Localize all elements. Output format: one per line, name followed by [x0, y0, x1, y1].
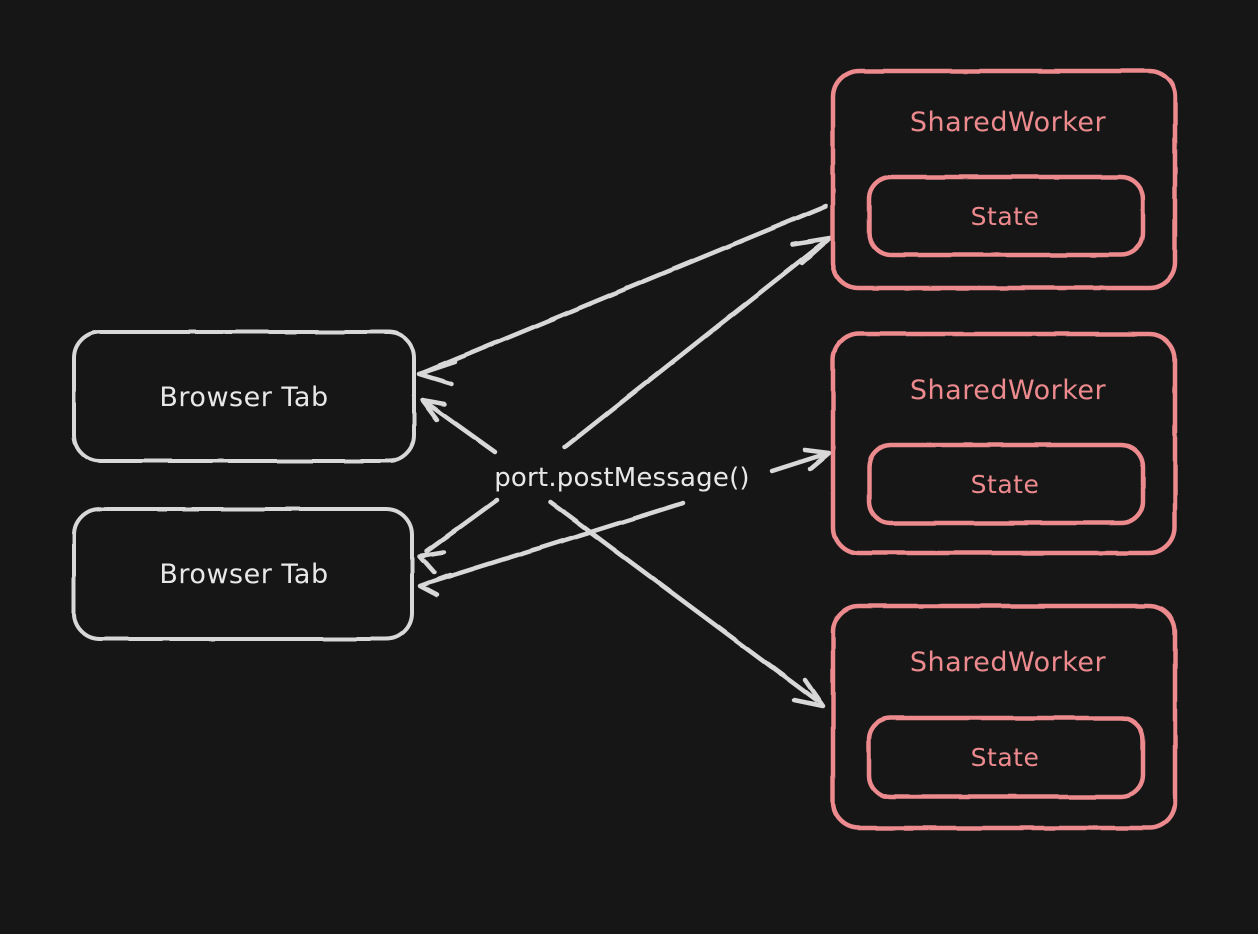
sharedworker-box-3[interactable] — [830, 603, 1178, 831]
text-labels: Browser Tab Browser Tab SharedWorker Sta… — [159, 107, 1106, 772]
browser-tab-label-2: Browser Tab — [159, 559, 328, 590]
browser-tab-box-1[interactable] — [72, 330, 416, 463]
browser-tab-box-2[interactable] — [72, 507, 414, 641]
browser-tab-boxes — [72, 330, 416, 641]
state-box-3[interactable] — [866, 715, 1146, 800]
arrow-worker-to-tab2 — [417, 500, 686, 598]
sharedworker-label-2: SharedWorker — [910, 375, 1107, 406]
sharedworker-label-1: SharedWorker — [910, 107, 1107, 138]
arrow-hub-to-tab1 — [419, 397, 498, 455]
state-label-3: State — [971, 743, 1040, 772]
browser-tab-label-1: Browser Tab — [159, 382, 328, 413]
state-label-2: State — [971, 470, 1040, 499]
state-label-1: State — [971, 202, 1040, 231]
arrow-worker1-to-tab1 — [416, 203, 829, 387]
arrow-hub-to-worker2 — [769, 447, 832, 474]
arrow-hub-to-worker3 — [547, 499, 826, 709]
sharedworker-boxes — [830, 68, 1178, 831]
sharedworker-label-3: SharedWorker — [910, 647, 1107, 678]
arrow-group — [416, 203, 833, 709]
edge-label-post-message: port.postMessage() — [494, 463, 750, 493]
sharedworker-box-1[interactable] — [830, 68, 1178, 291]
sharedworker-box-2[interactable] — [830, 331, 1178, 556]
state-box-2[interactable] — [866, 442, 1146, 526]
arrow-hub-to-tab2 — [417, 497, 500, 575]
state-box-1[interactable] — [866, 174, 1146, 258]
arrow-hub-to-worker1 — [562, 235, 833, 450]
